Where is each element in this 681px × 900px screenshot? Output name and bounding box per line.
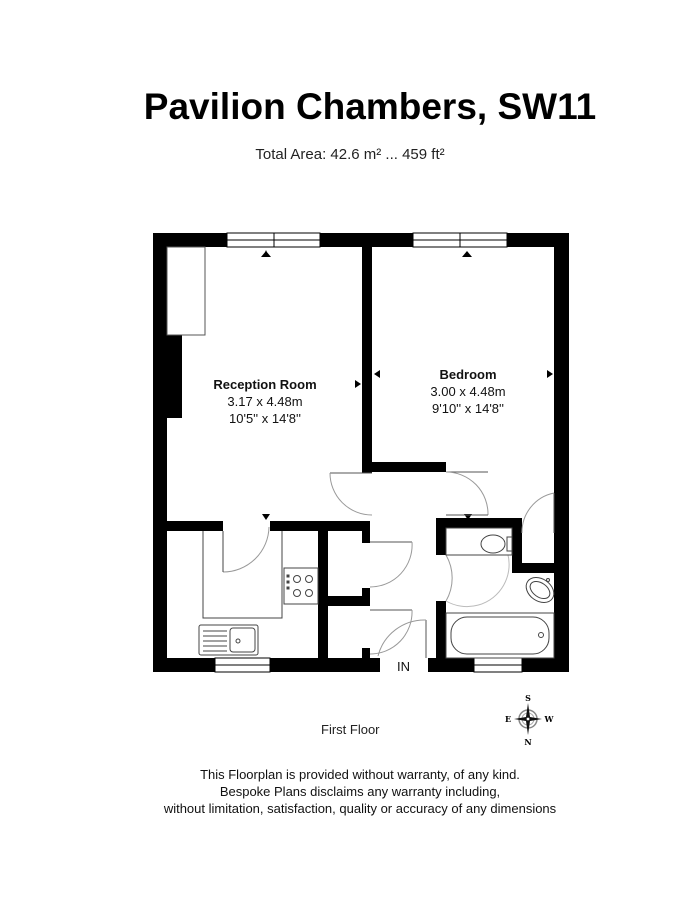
room-imperial: 10'5'' x 14'8'' <box>229 411 301 426</box>
dimension-arrows <box>261 250 553 520</box>
page-title: Pavilion Chambers, SW11 <box>143 86 597 127</box>
svg-text:N: N <box>524 737 531 747</box>
entrance-label: IN <box>397 659 410 674</box>
svg-text:W: W <box>544 714 555 724</box>
bath <box>445 612 555 659</box>
total-area: Total Area: 42.6 m² ... 459 ft² <box>255 146 445 163</box>
walls <box>153 233 569 672</box>
kitchen-worktop <box>202 531 283 619</box>
compass-icon: S E W N <box>505 695 555 747</box>
room-label-bedroom: Bedroom 3.00 x 4.48m 9'10'' x 14'8'' <box>393 366 543 417</box>
cupboard <box>166 246 206 336</box>
toilet <box>445 527 513 556</box>
room-name: Bedroom <box>439 367 497 382</box>
room-metric: 3.00 x 4.48m <box>430 384 506 399</box>
room-metric: 3.17 x 4.48m <box>227 394 303 409</box>
disclaimer-line: without limitation, satisfaction, qualit… <box>163 801 557 816</box>
disclaimer-line: Bespoke Plans disclaims any warranty inc… <box>219 784 501 799</box>
room-name: Reception Room <box>213 377 317 392</box>
disclaimer: This Floorplan is provided without warra… <box>0 766 681 817</box>
svg-text:E: E <box>505 714 511 724</box>
windows <box>214 232 523 673</box>
doors <box>222 471 555 658</box>
basin <box>525 577 555 603</box>
kitchen-sink <box>198 624 259 656</box>
floor-label: First Floor <box>321 722 380 737</box>
svg-text:S: S <box>525 695 531 703</box>
room-imperial: 9'10'' x 14'8'' <box>432 401 504 416</box>
hob <box>283 567 319 605</box>
disclaimer-line: This Floorplan is provided without warra… <box>200 767 520 782</box>
room-label-reception: Reception Room 3.17 x 4.48m 10'5'' x 14'… <box>190 376 340 427</box>
